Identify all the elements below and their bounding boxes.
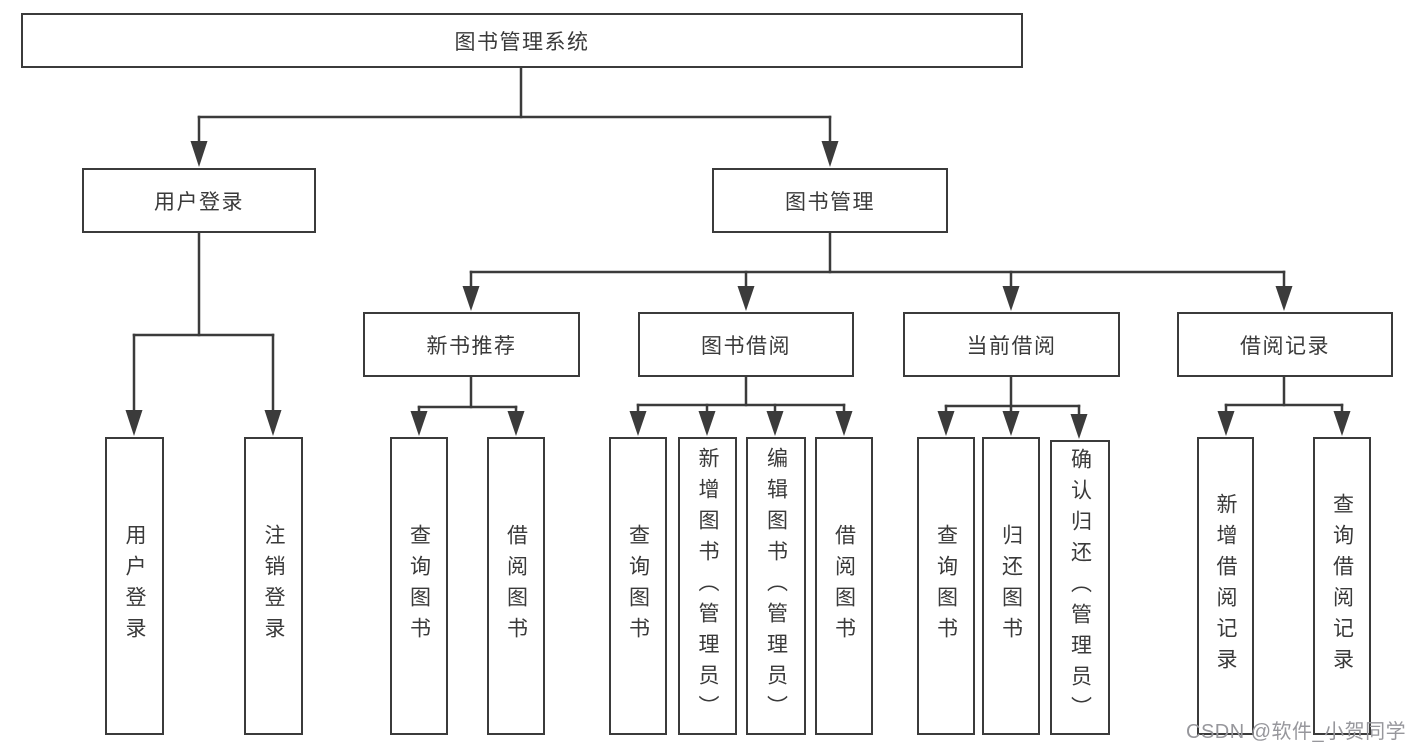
node-new-book-recommend: 新书推荐	[363, 312, 580, 377]
node-root: 图书管理系统	[21, 13, 1023, 68]
leaf-borrow-books-recommend: 借阅图书	[487, 437, 545, 735]
leaf-query-borrow-record: 查询借阅记录	[1313, 437, 1371, 735]
leaf-query-books-current: 查询图书	[917, 437, 975, 735]
leaf-borrow-books: 借阅图书	[815, 437, 873, 735]
leaf-add-borrow-record-label: 新增借阅记录	[1214, 493, 1237, 679]
leaf-add-borrow-record: 新增借阅记录	[1197, 437, 1254, 735]
leaf-query-books-recommend-label: 查询图书	[407, 524, 431, 648]
node-current-borrow: 当前借阅	[903, 312, 1120, 377]
node-root-label: 图书管理系统	[454, 30, 590, 54]
node-user-login-label: 用户登录	[154, 190, 244, 214]
node-book-management: 图书管理	[712, 168, 948, 233]
node-current-borrow-label: 当前借阅	[966, 334, 1057, 358]
leaf-return-books: 归还图书	[982, 437, 1040, 735]
leaf-add-books-admin-label: 新增图书（管理员）	[696, 446, 719, 726]
leaf-borrow-books-recommend-label: 借阅图书	[504, 524, 528, 648]
leaf-query-books-borrow-label: 查询图书	[626, 524, 650, 648]
leaf-query-books-current-label: 查询图书	[934, 524, 958, 648]
node-book-borrow-label: 图书借阅	[701, 334, 791, 358]
leaf-query-borrow-record-label: 查询借阅记录	[1330, 493, 1354, 679]
leaf-edit-books-admin: 编辑图书（管理员）	[746, 437, 806, 735]
node-book-management-label: 图书管理	[785, 190, 875, 214]
leaf-query-books-borrow: 查询图书	[609, 437, 667, 735]
leaf-user-login-label: 用户登录	[123, 524, 146, 648]
leaf-confirm-return-admin: 确认归还（管理员）	[1050, 440, 1110, 735]
leaf-user-login: 用户登录	[105, 437, 164, 735]
leaf-query-books-recommend: 查询图书	[390, 437, 448, 735]
leaf-edit-books-admin-label: 编辑图书（管理员）	[764, 446, 788, 726]
node-borrow-records-label: 借阅记录	[1240, 334, 1330, 358]
leaf-add-books-admin: 新增图书（管理员）	[678, 437, 737, 735]
csdn-watermark: CSDN @软件_小贺同学	[1186, 721, 1405, 743]
leaf-logout: 注销登录	[244, 437, 303, 735]
leaf-borrow-books-label: 借阅图书	[832, 524, 856, 648]
node-book-borrow: 图书借阅	[638, 312, 854, 377]
node-borrow-records: 借阅记录	[1177, 312, 1393, 377]
leaf-logout-label: 注销登录	[262, 524, 285, 648]
leaf-return-books-label: 归还图书	[999, 524, 1023, 648]
node-new-book-recommend-label: 新书推荐	[426, 334, 517, 358]
leaf-confirm-return-admin-label: 确认归还（管理员）	[1068, 448, 1092, 727]
node-user-login: 用户登录	[82, 168, 316, 233]
